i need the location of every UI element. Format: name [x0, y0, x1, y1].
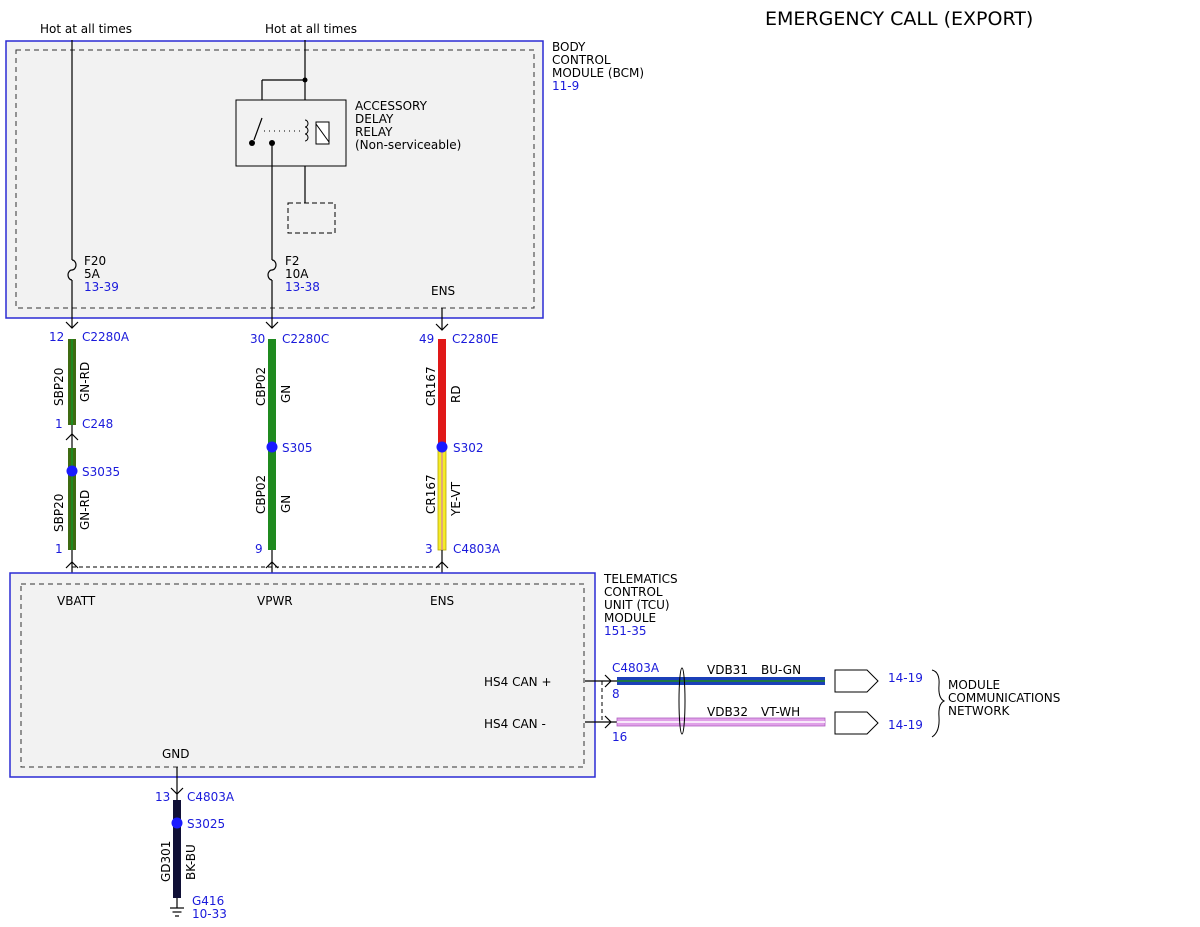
cbp02-wire-upper-circuit: CBP02 [254, 367, 268, 406]
tcu-pin-gnd: GND [162, 747, 190, 761]
splice-s3035-label[interactable]: S3035 [82, 465, 120, 479]
c248-connector-symbol [65, 425, 79, 448]
splice-s305[interactable] [266, 441, 278, 453]
gnd-pin-connector [170, 767, 184, 800]
cbp02-top-pin: 30 [250, 332, 265, 346]
cr167-top-connector[interactable]: C2280E [452, 332, 499, 346]
fuse-f20-rating: 5A [84, 267, 101, 281]
ground-ref[interactable]: 10-33 [192, 907, 227, 921]
power-label-left: Hot at all times [40, 22, 132, 36]
relay-label-line-2: DELAY [355, 112, 394, 126]
cr167-wire-lower-color: YE-VT [449, 481, 463, 517]
cr167-wire-upper [438, 339, 446, 447]
tcu-module [9, 572, 596, 778]
cr167-wire-lower-circuit: CR167 [424, 474, 438, 514]
bcm-ens-label: ENS [431, 284, 455, 298]
sbp20-wire-lower-color: GN-RD [78, 490, 92, 530]
ground-symbol-icon [170, 898, 184, 917]
bcm-name-line-2: CONTROL [552, 53, 611, 67]
ground-connector[interactable]: C4803A [187, 790, 235, 804]
fuse-f2-ref[interactable]: 13-38 [285, 280, 320, 294]
ground-wire [173, 800, 181, 898]
splice-s302[interactable] [436, 441, 448, 453]
tcu-ref[interactable]: 151-35 [604, 624, 647, 638]
can-minus-pin: 16 [612, 730, 627, 744]
bcm-ref[interactable]: 11-9 [552, 79, 579, 93]
sbp20-top-connector[interactable]: C2280A [82, 330, 130, 344]
sbp20-bottom-pin: 1 [55, 542, 63, 556]
network-brace [931, 669, 946, 738]
power-label-right: Hot at all times [265, 22, 357, 36]
cr167-top-pin: 49 [419, 332, 434, 346]
splice-s3025-label[interactable]: S3025 [187, 817, 225, 831]
ground-id[interactable]: G416 [192, 894, 224, 908]
can-connector[interactable]: C4803A [612, 661, 660, 675]
can-plus-offpage-arrow-icon[interactable] [834, 669, 879, 693]
relay-label-line-1: ACCESSORY [355, 99, 428, 113]
splice-s3025[interactable] [171, 817, 183, 829]
fuse-f20-name: F20 [84, 254, 106, 268]
sbp20-wire-lower-circuit: SBP20 [52, 494, 66, 532]
relay-label-line-3: RELAY [355, 125, 393, 139]
can-minus-offpage-arrow-icon[interactable] [834, 711, 879, 735]
sbp20-wire-upper-circuit: SBP20 [52, 368, 66, 406]
cbp02-wire-upper-color: GN [279, 385, 293, 403]
diagram-title: EMERGENCY CALL (EXPORT) [765, 8, 1033, 30]
tcu-name-line-4: MODULE [604, 611, 656, 625]
bcm-name-line-3: MODULE (BCM) [552, 66, 644, 80]
can-plus-pin: 8 [612, 687, 620, 701]
network-label-line-2: COMMUNICATIONS [948, 691, 1060, 705]
cbp02-top-connector[interactable]: C2280C [282, 332, 329, 346]
tcu-pin-ens: ENS [430, 594, 454, 608]
ground-wire-color: BK-BU [184, 844, 198, 880]
sbp20-mid-pin: 1 [55, 417, 63, 431]
cr167-bottom-connector[interactable]: C4803A [453, 542, 501, 556]
sbp20-wire-upper-color: GN-RD [78, 362, 92, 402]
can-plus-ref[interactable]: 14-19 [888, 671, 923, 685]
cr167-wire-upper-color: RD [449, 385, 463, 403]
cr167-bottom-pin: 3 [425, 542, 433, 556]
can-plus-circuit: VDB31 [707, 663, 748, 677]
splice-s3035[interactable] [66, 465, 78, 477]
accessory-delay-relay [235, 99, 347, 167]
can-minus-ref[interactable]: 14-19 [888, 718, 923, 732]
bcm-ens-line [435, 308, 449, 331]
can-minus-pin-connector [585, 715, 617, 729]
cr167-wire-upper-circuit: CR167 [424, 366, 438, 406]
splice-s305-label[interactable]: S305 [282, 441, 313, 455]
ground-pin: 13 [155, 790, 170, 804]
relay-control-box [287, 202, 336, 234]
fuse-f2-rating: 10A [285, 267, 309, 281]
f2-feed-line [265, 143, 279, 329]
tcu-name-line-3: UNIT (TCU) [604, 598, 670, 612]
twisted-pair-symbol [678, 667, 686, 735]
tcu-pin-can-minus: HS4 CAN - [484, 717, 546, 731]
network-label-line-3: NETWORK [948, 704, 1011, 718]
f20-feed-line [65, 40, 79, 329]
cbp02-bottom-pin: 9 [255, 542, 263, 556]
tcu-name-line-1: TELEMATICS [603, 572, 678, 586]
fuse-f20-ref[interactable]: 13-39 [84, 280, 119, 294]
sbp20-mid-connector[interactable]: C248 [82, 417, 113, 431]
can-plus-color: BU-GN [761, 663, 801, 677]
sbp20-top-pin: 12 [49, 330, 64, 344]
tcu-name-line-2: CONTROL [604, 585, 663, 599]
relay-label-line-4: (Non-serviceable) [355, 138, 461, 152]
network-label-line-1: MODULE [948, 678, 1000, 692]
bcm-name-line-1: BODY [552, 40, 586, 54]
bcm-module [5, 40, 544, 319]
tcu-pin-vpwr: VPWR [257, 594, 293, 608]
can-minus-circuit: VDB32 [707, 705, 748, 719]
fuse-f2-name: F2 [285, 254, 300, 268]
can-plus-pin-connector [585, 674, 617, 688]
cbp02-wire-lower-circuit: CBP02 [254, 475, 268, 514]
can-minus-color: VT-WH [761, 705, 800, 719]
splice-s302-label[interactable]: S302 [453, 441, 484, 455]
ground-wire-circuit: GD301 [159, 841, 173, 882]
tcu-pin-can-plus: HS4 CAN + [484, 675, 552, 689]
tcu-pin-vbatt: VBATT [57, 594, 96, 608]
cbp02-wire-lower-color: GN [279, 495, 293, 513]
